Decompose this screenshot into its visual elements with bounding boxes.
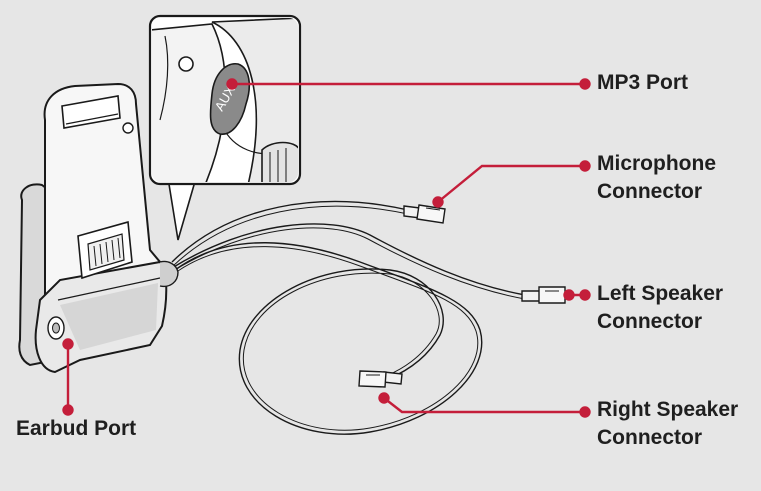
left-speaker-leader bbox=[563, 289, 591, 301]
microphone-connector bbox=[403, 204, 446, 224]
earbud-port-label: Earbud Port bbox=[16, 417, 137, 440]
left-speaker-connector-label-line1: Left Speaker bbox=[597, 282, 724, 305]
right-speaker-connector-label-line1: Right Speaker bbox=[597, 398, 739, 421]
aux-port-cover bbox=[209, 63, 251, 135]
earbud-port-leader bbox=[62, 338, 74, 416]
microphone-connector-label-line2: Connector bbox=[597, 180, 702, 203]
right-speaker-connector bbox=[358, 370, 403, 388]
left-speaker-connector-label: Left Speaker Connector bbox=[597, 280, 723, 336]
right-speaker-connector-label: Right Speaker Connector bbox=[597, 396, 738, 452]
microphone-connector-label: Microphone Connector bbox=[597, 150, 716, 206]
mp3-port-label: MP3 Port bbox=[597, 71, 689, 94]
microphone-connector-label-line1: Microphone bbox=[597, 152, 716, 175]
leader-lines bbox=[62, 78, 591, 418]
clamp-unit bbox=[18, 82, 179, 374]
right-speaker-connector-label-line2: Connector bbox=[597, 426, 702, 449]
microphone-leader bbox=[432, 160, 591, 208]
earbud-port bbox=[47, 316, 65, 340]
zoom-inset: AUX bbox=[148, 14, 302, 241]
mp3-port-leader bbox=[226, 78, 591, 90]
cables bbox=[171, 200, 526, 435]
button-grill bbox=[77, 220, 133, 280]
right-speaker-leader bbox=[378, 392, 591, 418]
left-speaker-connector-label-line2: Connector bbox=[597, 310, 702, 333]
left-speaker-connector bbox=[521, 286, 566, 304]
